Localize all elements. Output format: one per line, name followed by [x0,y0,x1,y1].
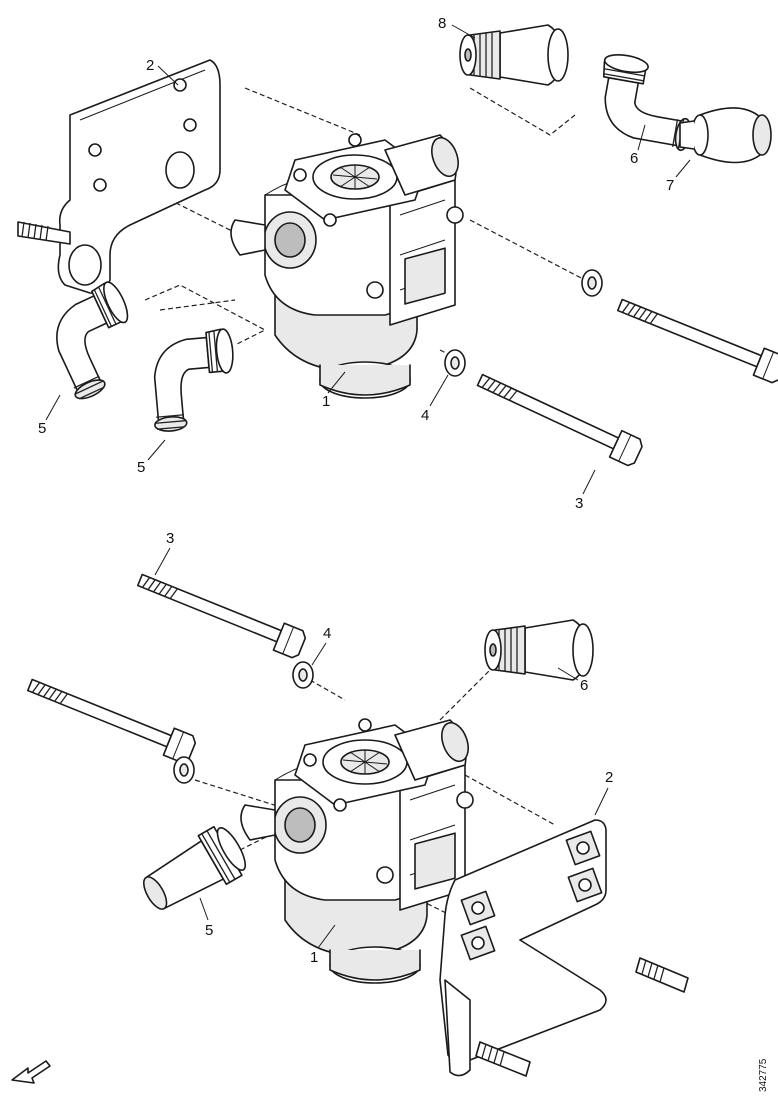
leader-line [469,219,586,281]
bracket-stud [17,221,71,245]
callout-5a: 5 [38,420,46,437]
callout-4: 4 [421,407,429,424]
bottom-assembly: 1 2 3 4 5 6 [23,530,689,1077]
leader-line [469,87,576,136]
callout-3: 3 [166,530,174,547]
bolt-top-1 [613,291,778,386]
callout-2: 2 [605,769,613,786]
washer-part-4 [444,349,466,377]
callout-5b: 5 [137,459,145,476]
valve-part-1 [230,133,464,399]
washer-top-1 [581,269,603,297]
bracket-stud [475,957,689,1077]
bolt-part-3 [133,566,309,661]
bolt-part-3 [472,366,646,469]
callout-1: 1 [310,949,318,966]
bolt-bottom-2 [23,671,199,766]
forward-direction-arrow-icon [11,1060,51,1084]
leader-line [464,774,556,826]
leader-line [309,679,346,701]
reference-number: 342775 [758,1058,769,1092]
callout-1: 1 [322,393,330,410]
callouts-top: 1 2 3 4 5 5 6 7 8 [38,15,691,512]
valve-part-1 [240,718,474,984]
bracket-part-2 [57,59,221,295]
fitting-part-5 [143,825,247,910]
callout-8: 8 [438,15,446,32]
callout-6: 6 [630,150,638,167]
washer-part-4 [292,661,314,689]
callout-2: 2 [146,57,154,74]
leader-line [194,779,291,811]
callout-5: 5 [205,922,213,939]
leader-line [244,87,361,136]
callout-7: 7 [666,177,674,194]
callout-6: 6 [580,677,588,694]
connector-part-7 [679,107,772,164]
fitting-part-6 [484,619,594,681]
fitting-part-8 [459,24,569,86]
callout-4: 4 [323,625,331,642]
elbow-part-5a [36,278,156,404]
washer-bottom-2 [173,756,195,784]
top-assembly: 1 2 3 4 5 5 6 7 8 [17,15,778,512]
callouts-bottom: 1 2 3 4 5 6 [154,530,613,966]
elbow-part-5b [146,327,240,434]
bracket-part-2 [439,819,607,1077]
leader-line [144,284,267,346]
callout-3: 3 [575,495,583,512]
leader-line [439,659,501,721]
leader-line [159,299,236,311]
